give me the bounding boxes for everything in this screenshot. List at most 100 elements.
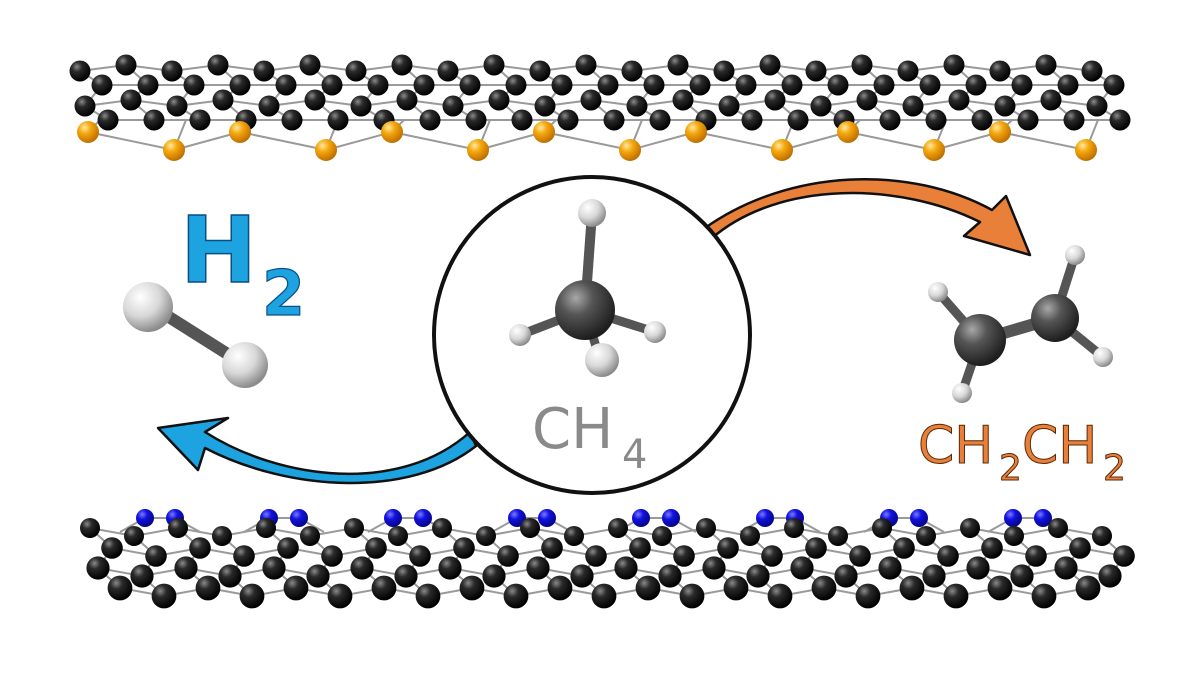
nitrogen-atom — [384, 509, 402, 527]
carbon-atom — [547, 575, 573, 601]
carbon-atom — [673, 545, 695, 567]
carbon-atom — [667, 54, 689, 76]
carbon-atom — [120, 89, 142, 111]
carbon-atom — [388, 526, 408, 546]
nitrogen-atom — [756, 509, 774, 527]
ethylene-label-sub1: 2 — [999, 448, 1022, 489]
carbon-atom — [805, 60, 827, 82]
carbon-atom — [350, 95, 372, 117]
sulfur-atom — [837, 121, 859, 143]
carbon-atom — [897, 60, 919, 82]
carbon-atom — [91, 74, 113, 96]
carbon-atom — [97, 109, 119, 131]
carbon-atom — [1113, 545, 1135, 567]
sheet-bond — [325, 131, 393, 151]
carbon-atom — [143, 109, 165, 131]
carbon-atom — [965, 74, 987, 96]
carbon-atom — [570, 564, 594, 588]
carbon-atom — [233, 545, 255, 567]
sheet-bond — [999, 131, 1087, 151]
carbon-atom — [229, 74, 251, 96]
carbon-atom — [635, 575, 661, 601]
carbon-atom — [960, 518, 980, 538]
carbon-atom — [350, 556, 374, 580]
carbon-atom — [811, 575, 837, 601]
hydrogen-molecule — [123, 282, 268, 388]
carbon-atom — [1040, 89, 1062, 111]
carbon-atom — [207, 54, 229, 76]
carbon-atom — [505, 74, 527, 96]
carbon-atom — [608, 518, 628, 538]
nitrogen-atom — [414, 509, 432, 527]
carbon-atom — [529, 60, 551, 82]
carbon-atom — [327, 109, 349, 131]
sheet-bond — [543, 131, 631, 151]
carbon-atom — [438, 556, 462, 580]
carbon-atom — [80, 518, 100, 538]
carbon-atom — [689, 74, 711, 96]
carbon-atom — [849, 545, 871, 567]
sulfur-atom — [163, 139, 185, 161]
carbon-atom — [497, 545, 519, 567]
carbon-atom — [1075, 575, 1101, 601]
carbon-atom — [321, 545, 343, 567]
carbon-atom — [580, 89, 602, 111]
carbon-atom — [718, 95, 740, 117]
carbon-atom — [391, 54, 413, 76]
carbon-atom — [161, 60, 183, 82]
carbon-atom — [482, 564, 506, 588]
sheet-bond — [781, 131, 849, 151]
carbon-atom — [1103, 74, 1125, 96]
sulfur-atom — [685, 121, 707, 143]
carbon-atom — [419, 109, 441, 131]
carbon-atom — [621, 60, 643, 82]
sheet-bond — [239, 131, 327, 151]
sheet-bond — [847, 131, 935, 151]
carbon-atom — [415, 583, 441, 609]
carbon-atom — [828, 526, 848, 546]
bottom-sheet-nitrogen-doped — [80, 509, 1135, 609]
carbon-atom — [442, 95, 464, 117]
methane-molecule — [509, 199, 666, 377]
carbon-atom — [345, 60, 367, 82]
carbon-atom — [189, 109, 211, 131]
carbon-atom — [212, 89, 234, 111]
carbon-atom — [989, 60, 1011, 82]
carbon-atom — [790, 556, 814, 580]
carbon-atom — [702, 556, 726, 580]
carbon-atom — [1025, 545, 1047, 567]
carbon-atom — [981, 537, 1003, 559]
sheet-bond — [391, 131, 479, 151]
carbon-atom — [614, 556, 638, 580]
carbon-atom — [741, 109, 763, 131]
carbon-atom — [304, 89, 326, 111]
carbon-atom — [327, 583, 353, 609]
carbon-atom — [919, 74, 941, 96]
sulfur-atom — [315, 139, 337, 161]
carbon-atom — [1063, 109, 1085, 131]
carbon-atom — [971, 109, 993, 131]
carbon-atom — [306, 564, 330, 588]
carbon-atom — [183, 74, 205, 96]
carbon-atom — [107, 575, 133, 601]
carbon-atom — [827, 74, 849, 96]
carbon-atom — [526, 556, 550, 580]
carbon-atom — [679, 583, 705, 609]
carbon-atom — [735, 74, 757, 96]
sheet-bond — [695, 131, 783, 151]
carbon-atom — [281, 109, 303, 131]
carbon-atom — [1031, 583, 1057, 609]
carbon-atom — [432, 518, 452, 538]
sheet-bond — [933, 131, 1001, 151]
carbon-atom — [534, 95, 556, 117]
carbon-atom — [557, 109, 579, 131]
sulfur-atom — [1075, 139, 1097, 161]
carbon-atom — [916, 526, 936, 546]
carbon-atom — [74, 95, 96, 117]
carbon-atom — [551, 74, 573, 96]
carbon-atom — [520, 518, 540, 538]
carbon-atom — [899, 575, 925, 601]
carbon-atom — [834, 564, 858, 588]
carbon-atom — [987, 575, 1013, 601]
carbon-atom — [855, 583, 881, 609]
